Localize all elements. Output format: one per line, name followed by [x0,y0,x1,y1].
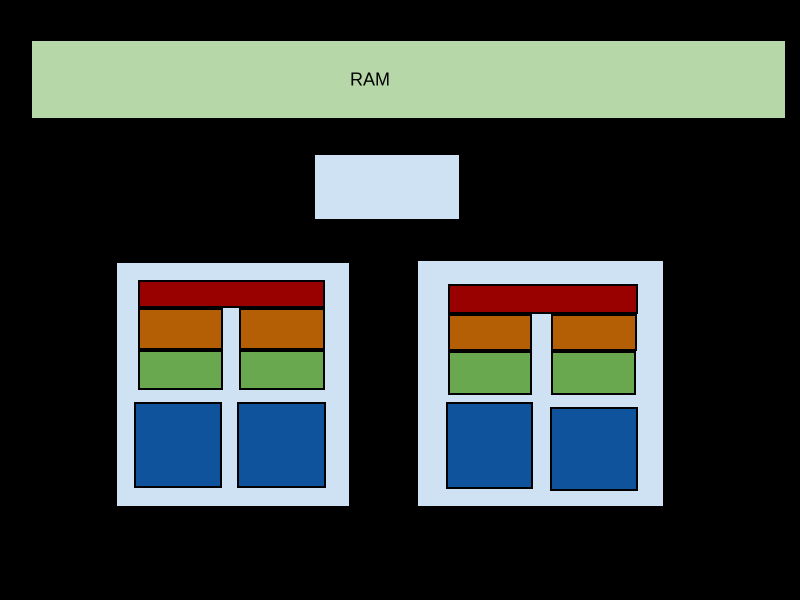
cpu-package-left [117,263,349,506]
ram-block: RAM [32,41,785,118]
shared-l3-cache-bar [448,284,638,314]
l1-cache-bar [551,351,636,395]
cpu-package-right [418,261,663,506]
l1-cache-bar [448,351,532,395]
l2-cache-bar [239,308,325,350]
core-block [134,402,222,488]
shared-l3-cache-bar [138,280,325,308]
l1-cache-bar [138,350,223,390]
l2-cache-bar [138,308,223,350]
l2-cache-bar [448,314,532,351]
core-block [237,402,326,488]
ram-label: RAM [350,69,390,89]
core-block [550,407,638,491]
interconnect-box [315,155,459,219]
core-block [446,402,533,489]
l2-cache-bar [551,314,637,351]
l1-cache-bar [239,350,325,390]
